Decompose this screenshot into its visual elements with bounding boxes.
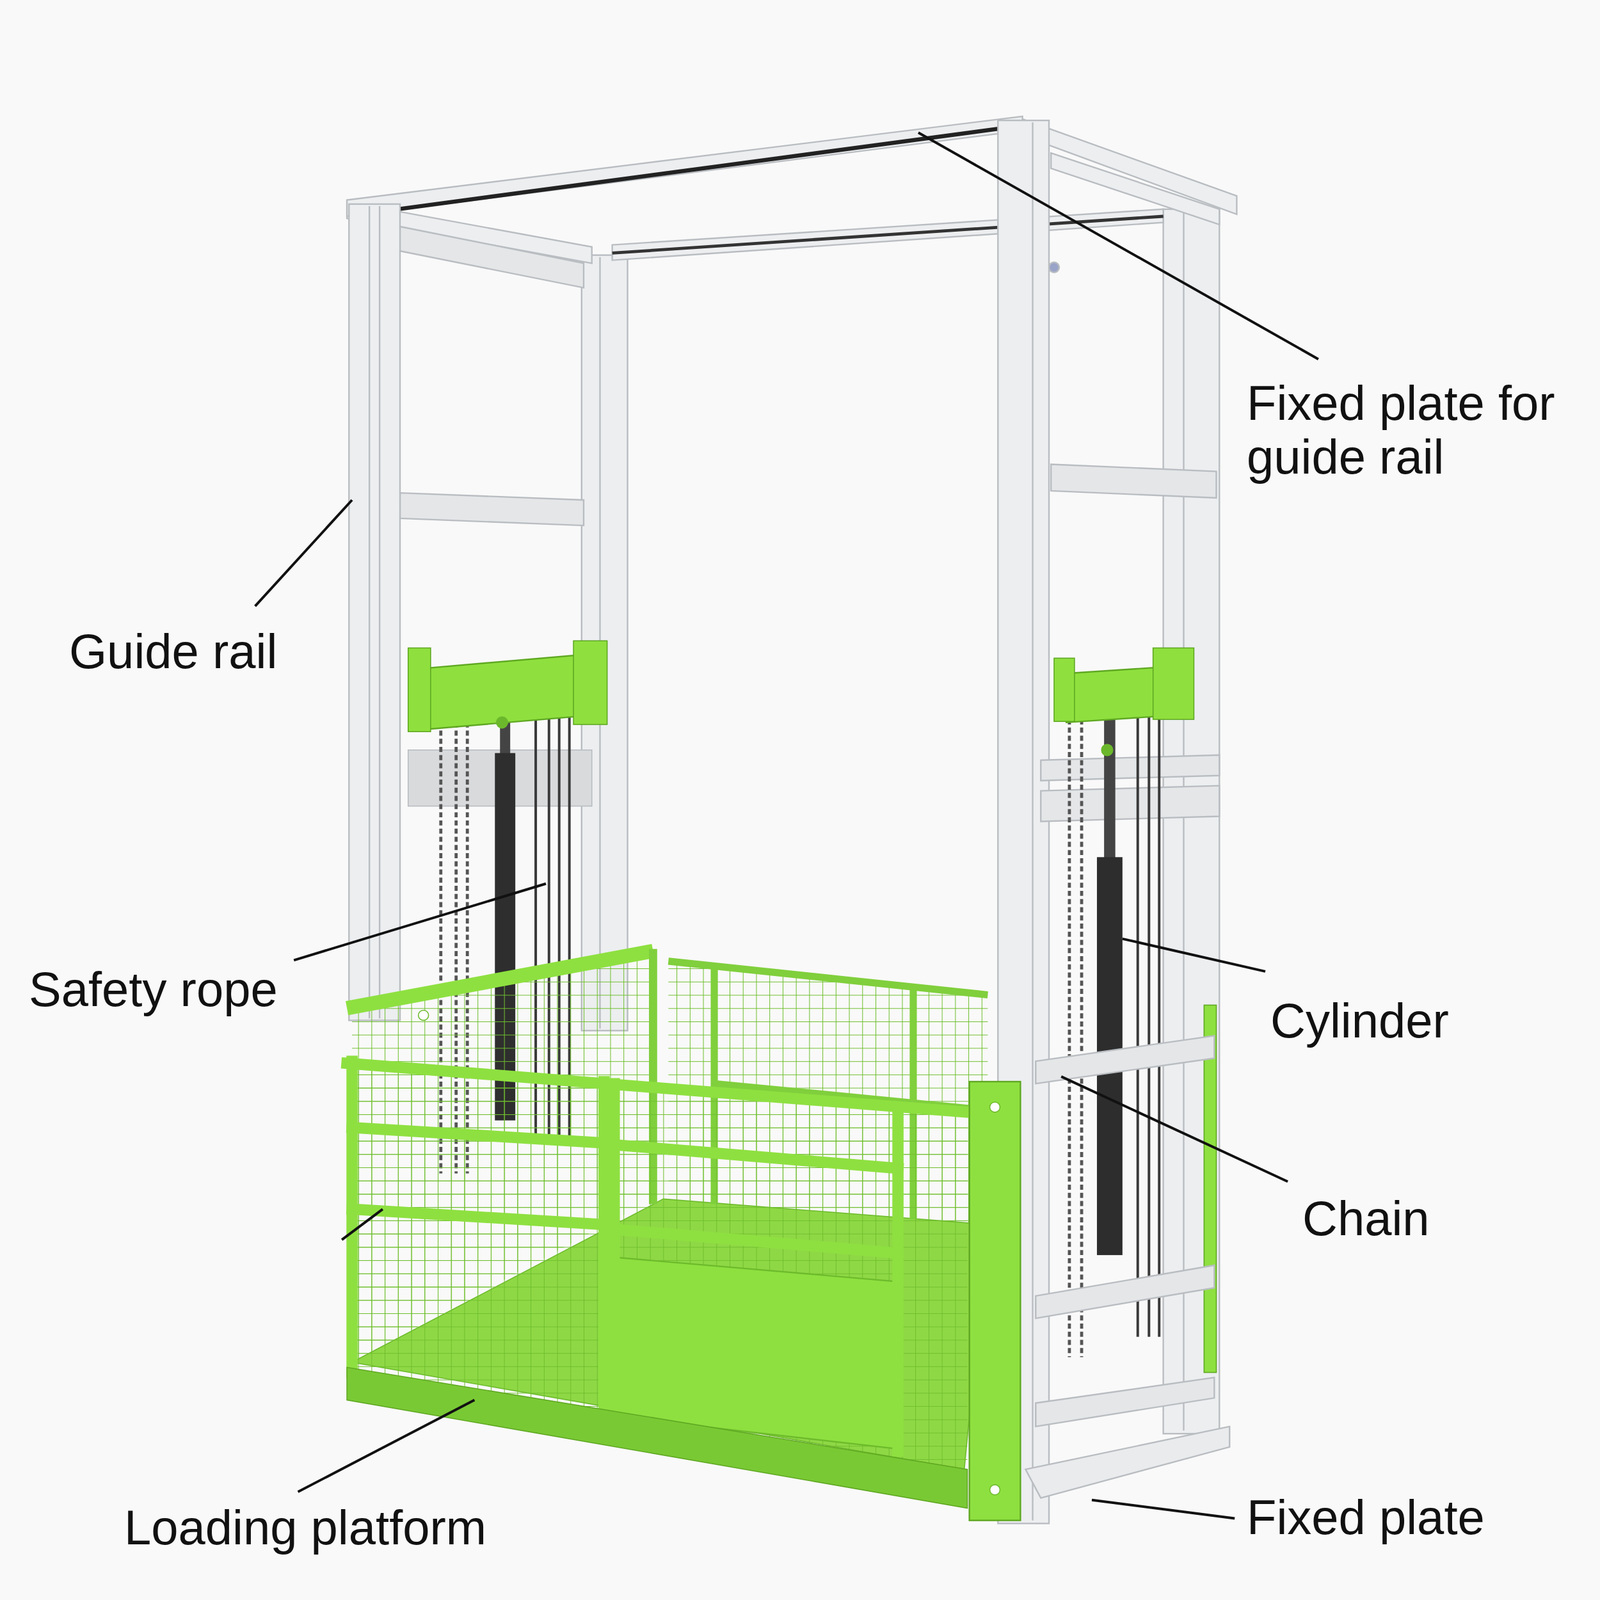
part-label: Cylinder bbox=[1267, 992, 1452, 1049]
loading-platform-part-part bbox=[608, 1083, 621, 1417]
label-slot: Fixed plate bbox=[1244, 1489, 1488, 1546]
right-carriage-part bbox=[1137, 714, 1160, 1337]
label-slot: Chain bbox=[1299, 1190, 1433, 1247]
loading-platform-part-part bbox=[990, 1102, 1001, 1113]
label-slot: Guide rail bbox=[66, 623, 280, 680]
right-carriage-part-part bbox=[1157, 714, 1161, 1337]
leader-lines-part bbox=[298, 1400, 475, 1492]
left-carriage-part bbox=[408, 647, 431, 732]
top-frame-part bbox=[346, 116, 1023, 217]
right-cross-members-part bbox=[1040, 785, 1220, 822]
rear-columns-part bbox=[1182, 212, 1184, 1432]
part-label: Guide rail bbox=[66, 623, 280, 680]
leader-lines-part bbox=[1122, 938, 1266, 972]
loading-platform-part-part bbox=[346, 1063, 968, 1113]
loading-platform-part bbox=[346, 951, 653, 1008]
top-frame bbox=[346, 116, 1237, 264]
part-label: Chain bbox=[1299, 1190, 1433, 1247]
loading-platform bbox=[346, 949, 1021, 1521]
part-label: Safety rope bbox=[26, 961, 281, 1018]
loading-platform-part-part bbox=[346, 1061, 358, 1373]
loading-platform-part-part bbox=[418, 1009, 429, 1021]
left-carriage-part bbox=[496, 716, 509, 729]
right-carriage-part-part bbox=[1068, 719, 1072, 1357]
label-slot: Cylinder bbox=[1267, 992, 1452, 1049]
right-carriage-part bbox=[1203, 1004, 1216, 1373]
leader-lines-part bbox=[1061, 1076, 1288, 1182]
loading-platform-part-part bbox=[892, 1107, 904, 1451]
left-front-column bbox=[348, 204, 400, 1021]
right-carriage bbox=[1054, 647, 1217, 1373]
leader-lines-part bbox=[255, 499, 352, 607]
right-lower-members-part bbox=[1035, 1265, 1215, 1319]
right-carriage-part bbox=[1104, 719, 1116, 859]
right-front-column-part bbox=[1031, 122, 1033, 1520]
left-front-column-part bbox=[368, 206, 370, 1019]
loading-platform-part-part bbox=[616, 1144, 898, 1169]
label-slot: Safety rope bbox=[26, 961, 281, 1018]
part-label: Fixed plate bbox=[1244, 1489, 1488, 1546]
right-front-column-part bbox=[1048, 262, 1060, 273]
right-cross-members-part bbox=[1050, 464, 1216, 498]
loading-platform-part bbox=[418, 1009, 1001, 1495]
right-carriage-part bbox=[1100, 743, 1113, 756]
left-cross-members-part bbox=[400, 492, 584, 526]
rear-columns-part bbox=[1163, 209, 1220, 1434]
right-lower-members bbox=[1025, 1035, 1230, 1498]
label-slot: Loading platform bbox=[121, 1499, 489, 1556]
right-cross-members-part bbox=[1040, 755, 1220, 781]
top-frame-part bbox=[612, 216, 1164, 253]
label-slot: Fixed plate for guide rail bbox=[1244, 375, 1595, 485]
loading-platform-part bbox=[969, 1081, 1021, 1521]
top-frame-part bbox=[1050, 152, 1220, 225]
left-carriage-part bbox=[573, 640, 608, 725]
loading-platform-part-part bbox=[616, 1229, 898, 1254]
top-frame-part bbox=[398, 126, 1016, 210]
top-frame-part bbox=[612, 209, 1164, 261]
right-carriage-part bbox=[1054, 657, 1075, 722]
right-cross-members bbox=[1040, 464, 1220, 822]
loading-platform-part-part bbox=[990, 1484, 1001, 1496]
part-label: Fixed plate for guide rail bbox=[1244, 375, 1595, 485]
leader-lines bbox=[255, 132, 1319, 1519]
loading-platform-part-part bbox=[598, 1081, 610, 1414]
loading-platform-part bbox=[346, 1367, 968, 1508]
right-lower-members-part bbox=[1035, 1377, 1215, 1427]
leader-lines-part bbox=[341, 1208, 383, 1240]
leader-lines-part bbox=[293, 883, 546, 961]
right-carriage-part-part bbox=[1080, 719, 1084, 1357]
leader-lines-part bbox=[1091, 1500, 1235, 1519]
right-carriage-part-part bbox=[1136, 714, 1140, 1337]
right-carriage-part bbox=[1153, 647, 1195, 720]
left-front-column-part bbox=[378, 206, 381, 1019]
left-cross-members bbox=[400, 226, 584, 526]
loading-platform-part-part bbox=[352, 1127, 603, 1144]
left-front-column-part bbox=[348, 204, 400, 1021]
leader-lines-part bbox=[918, 132, 1319, 360]
part-label: Loading platform bbox=[121, 1499, 489, 1556]
right-carriage-part bbox=[1069, 719, 1082, 1357]
right-lower-members-part bbox=[1025, 1426, 1230, 1499]
left-cross-members-part bbox=[400, 226, 584, 288]
right-carriage-part-part bbox=[1147, 714, 1151, 1337]
loading-platform-part-part bbox=[352, 1208, 603, 1225]
